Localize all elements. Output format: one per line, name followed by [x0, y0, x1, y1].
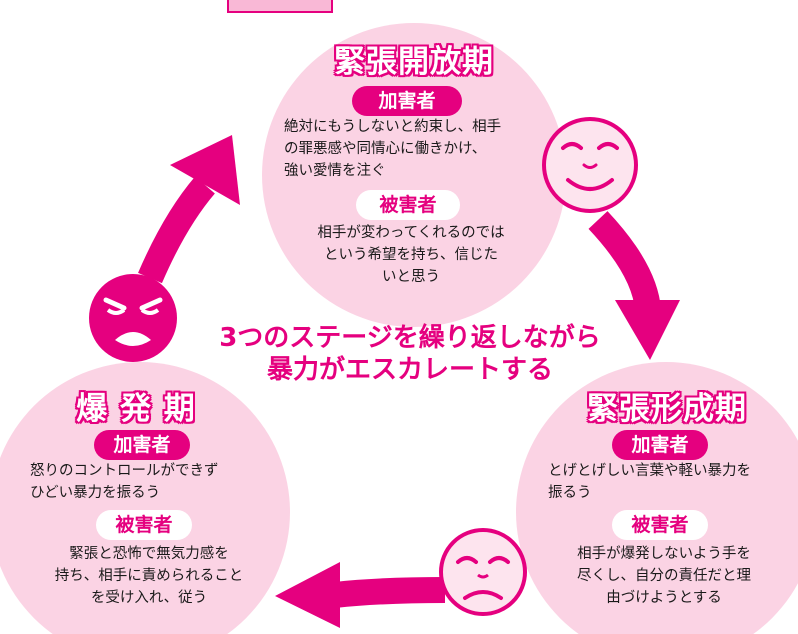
explosion-victim-tag: 被害者: [96, 510, 192, 540]
worried-face-icon: [439, 528, 527, 616]
release-stage-title: 緊張開放期: [334, 44, 494, 80]
arrow-release-to-buildup: [588, 211, 680, 360]
angry-face-icon: [89, 274, 177, 362]
buildup-perpetrator-text: とげとげしい言葉や軽い暴力を 振るう: [548, 463, 751, 501]
arrow-explosion-to-release: [138, 135, 240, 284]
release-perpetrator-tag: 加害者: [352, 86, 462, 116]
buildup-victim-tag: 被害者: [612, 510, 708, 540]
buildup-victim-text: 相手が爆発しないよう手を 尽くし、自分の責任だと理 由づけようとする: [577, 546, 751, 606]
explosion-stage-circle: [0, 362, 290, 634]
buildup-stage-title: 緊張形成期: [587, 391, 747, 427]
explosion-stage-title: 爆 発 期: [76, 391, 196, 427]
release-victim-tag: 被害者: [356, 190, 460, 220]
release-perpetrator-text: 絶対にもうしないと約束し、相手 の罪悪感や同情心に働きかけ、 強い愛情を注ぐ: [284, 119, 502, 179]
explosion-victim-text: 緊張と恐怖で無気力感を 持ち、相手に責められること を受け入れ、従う: [54, 546, 244, 606]
top-label-box: [227, 0, 333, 13]
explosion-perpetrator-text: 怒りのコントロールができず ひどい暴力を振るう: [30, 463, 219, 501]
buildup-perpetrator-tag: 加害者: [612, 430, 708, 460]
smiling-face-icon: [542, 117, 638, 213]
release-victim-text: 相手が変わってくれるのでは という希望を持ち、信じた いと思う: [317, 225, 505, 285]
explosion-perpetrator-tag: 加害者: [94, 430, 190, 460]
buildup-stage-circle: [516, 362, 798, 634]
release-stage-circle: [262, 23, 566, 327]
center-caption: 3つのステージを繰り返しながら 暴力がエスカレートする: [219, 323, 601, 385]
arrow-buildup-to-explosion: [275, 562, 446, 628]
